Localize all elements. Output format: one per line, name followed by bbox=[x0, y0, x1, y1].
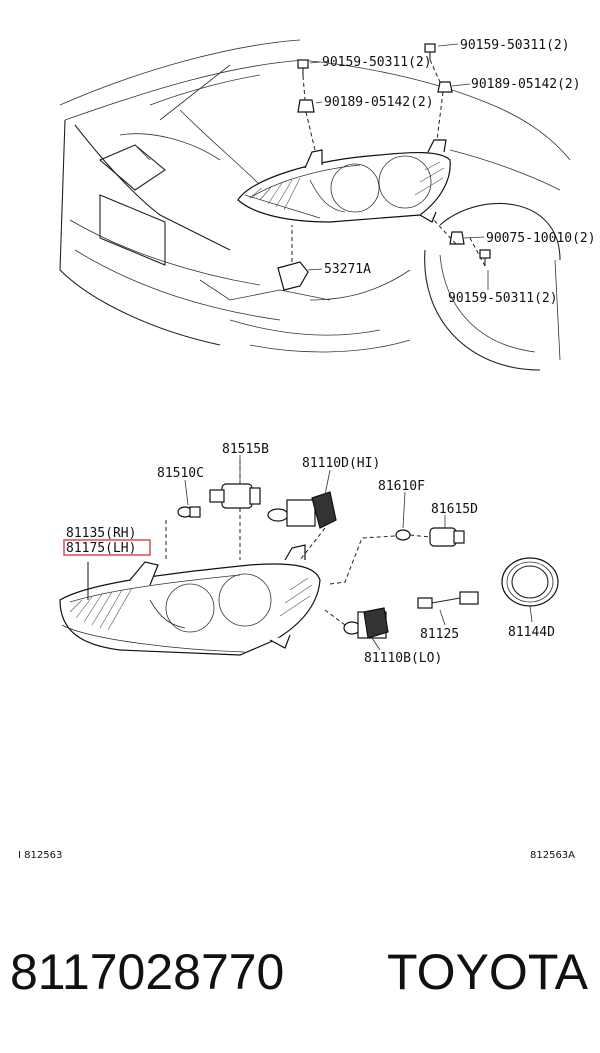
ref-code-left: I 812563 bbox=[18, 850, 62, 861]
label-bulb-81610: 81610F bbox=[378, 479, 425, 494]
fastener-nut-left bbox=[297, 99, 315, 113]
label-nut-left: 90189-05142(2) bbox=[324, 95, 434, 110]
socket-81515 bbox=[209, 483, 261, 509]
headlamp-assembly-drawing bbox=[59, 455, 559, 656]
label-bulb-hi: 81110D(HI) bbox=[302, 456, 380, 471]
label-bulb-81510: 81510C bbox=[157, 466, 204, 481]
bracket-53271 bbox=[277, 261, 309, 291]
label-wire-81125: 81125 bbox=[420, 627, 459, 642]
fastener-clip-top-left bbox=[297, 59, 309, 76]
wire-81125 bbox=[417, 591, 479, 609]
footer: 8117028770 TOYOTA bbox=[0, 932, 600, 1012]
label-bulb-lo: 81110B(LO) bbox=[364, 651, 442, 666]
fastener-clip-top-right bbox=[424, 43, 436, 60]
label-clip-top-left: 90159-50311(2) bbox=[322, 55, 432, 70]
label-cover-81144: 81144D bbox=[508, 625, 555, 640]
label-headlamp-rh: 81135(RH) bbox=[66, 526, 136, 541]
label-retainer: 90075-10010(2) bbox=[486, 231, 596, 246]
label-bracket: 53271A bbox=[324, 262, 371, 277]
label-socket-81615: 81615D bbox=[431, 502, 478, 517]
label-headlamp-lh: 81175(LH) bbox=[66, 541, 136, 556]
vehicle-front-drawing bbox=[59, 39, 571, 371]
fastener-retainer bbox=[449, 231, 465, 245]
label-clip-lower: 90159-50311(2) bbox=[448, 291, 558, 306]
label-socket-81515: 81515B bbox=[222, 442, 269, 457]
bulb-hi-81110 bbox=[267, 491, 337, 529]
fastener-clip-lower bbox=[479, 249, 491, 266]
bulb-81510 bbox=[177, 506, 201, 518]
brand-name: TOYOTA bbox=[387, 944, 588, 1000]
bulb-lo-81110 bbox=[343, 607, 389, 639]
cover-81144 bbox=[501, 557, 559, 607]
part-number: 8117028770 bbox=[10, 944, 285, 1000]
socket-81615 bbox=[429, 527, 465, 547]
ref-code-right: 812563A bbox=[530, 850, 575, 861]
highlight-box bbox=[63, 539, 151, 556]
bulb-81610 bbox=[395, 529, 411, 541]
fastener-nut-right bbox=[437, 81, 453, 93]
label-nut-right: 90189-05142(2) bbox=[471, 77, 581, 92]
label-clip-top-right: 90159-50311(2) bbox=[460, 38, 570, 53]
